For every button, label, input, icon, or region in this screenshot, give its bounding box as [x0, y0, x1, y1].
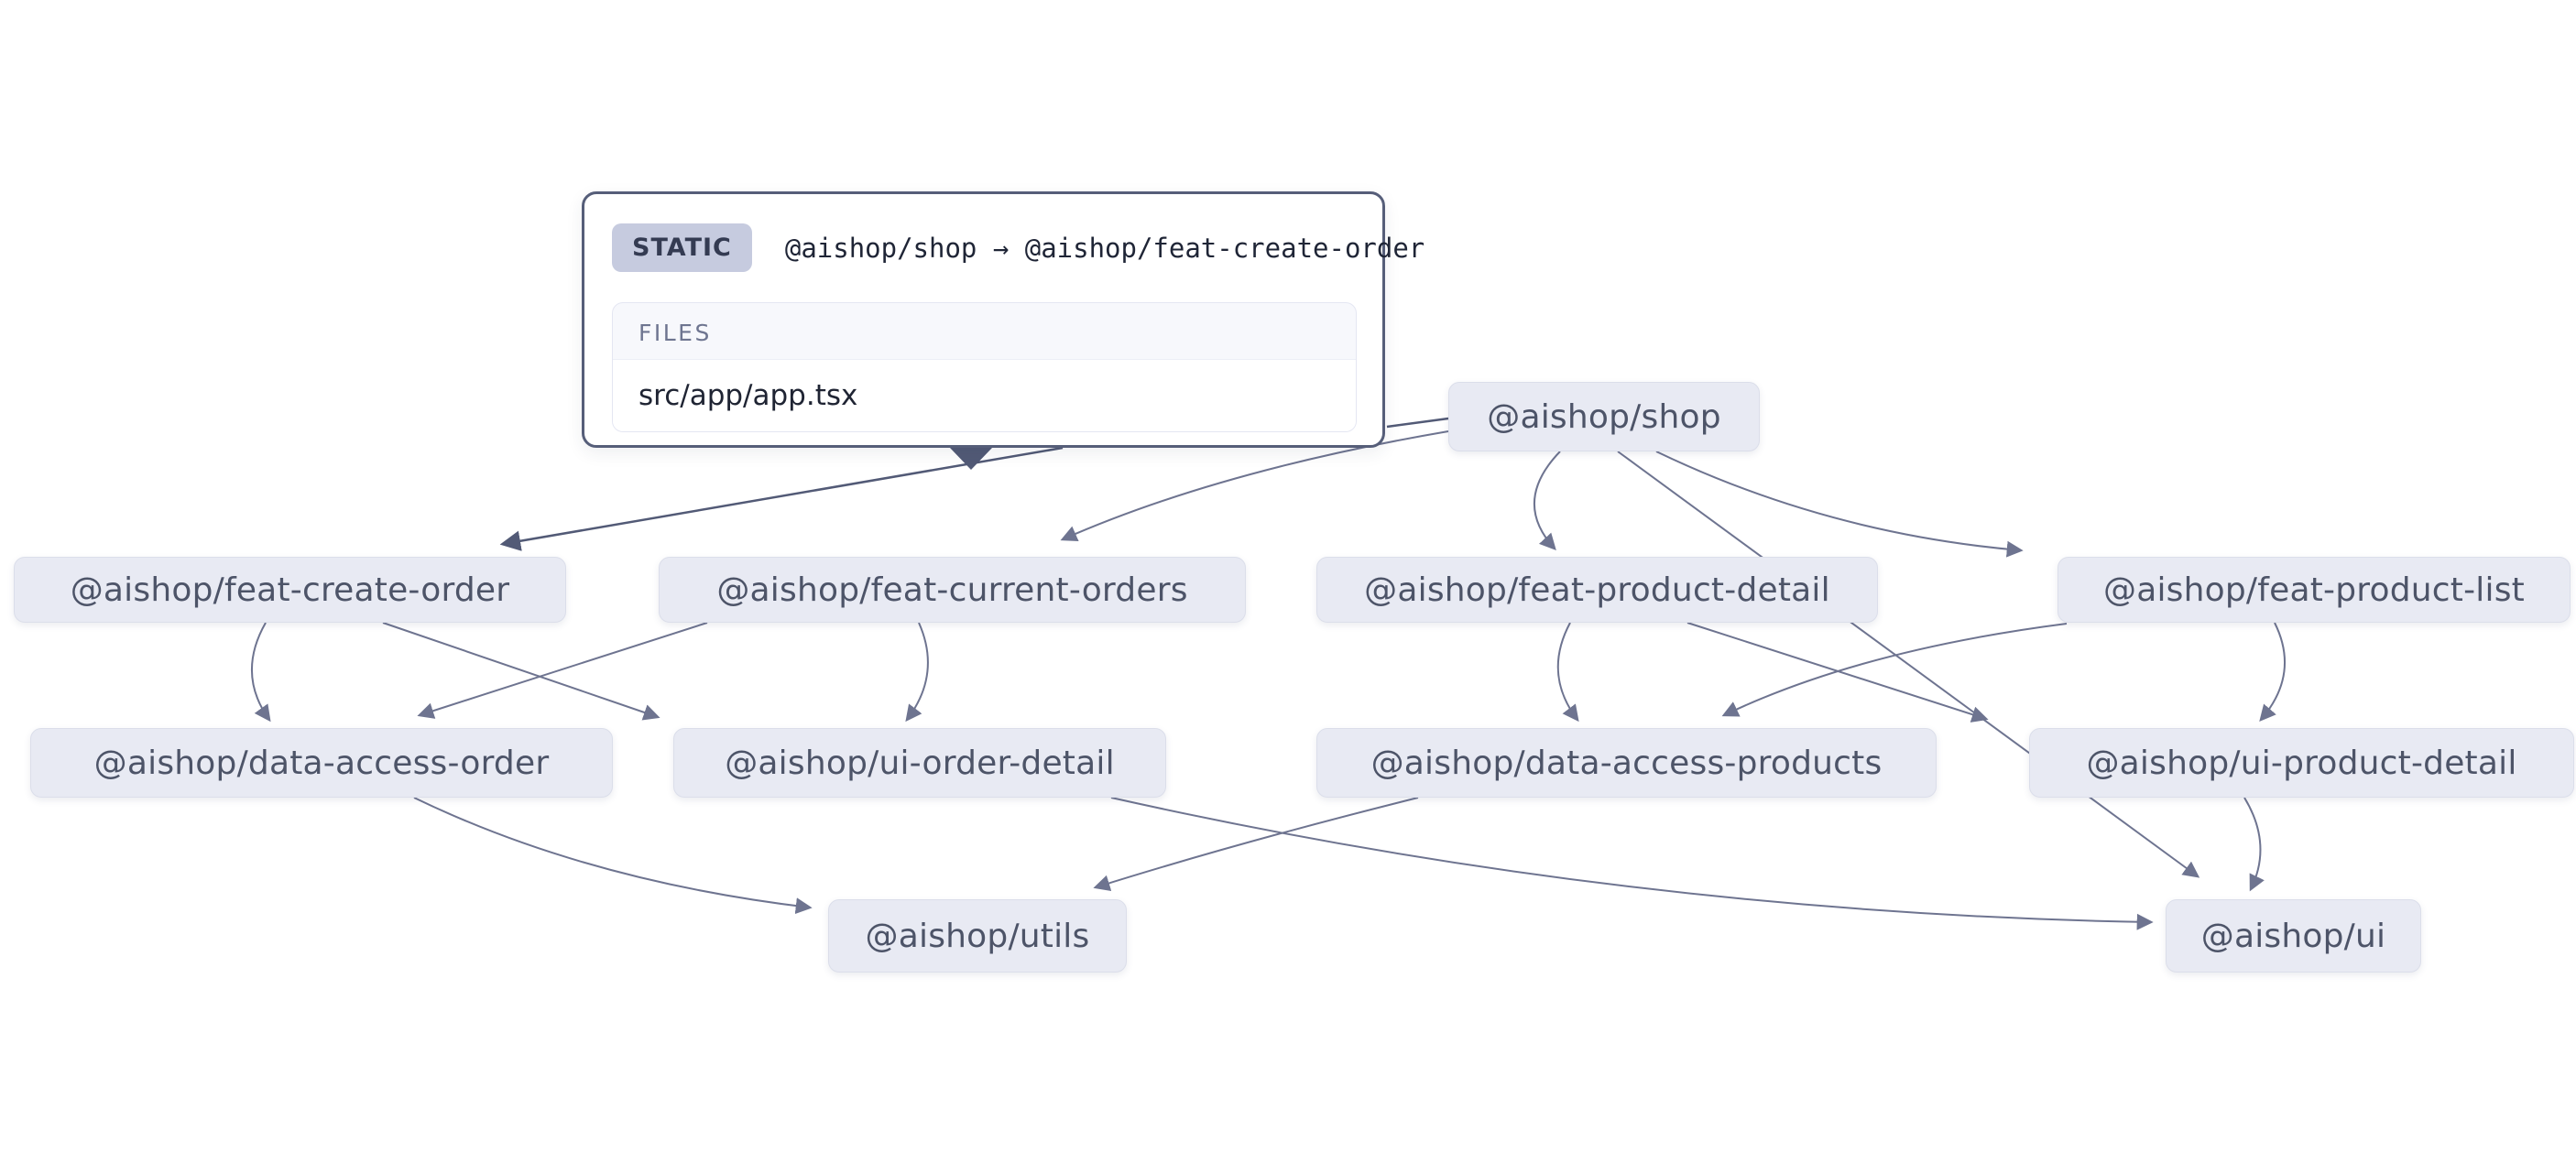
edge-feat-create-order-to-ui-order-detail[interactable]	[382, 622, 660, 721]
edge-tooltip: STATIC @aishop/shop → @aishop/feat-creat…	[582, 191, 1424, 448]
graph-node-feat-create-order[interactable]: @aishop/feat-create-order	[14, 557, 566, 623]
graph-node-feat-product-detail[interactable]: @aishop/feat-product-detail	[1316, 557, 1878, 623]
graph-node-ui-product-detail[interactable]: @aishop/ui-product-detail	[2029, 728, 2574, 798]
edge-label: @aishop/shop → @aishop/feat-create-order	[784, 232, 1425, 264]
edge-feat-product-detail-to-data-access-products[interactable]	[1556, 622, 1579, 723]
edge-feat-product-list-to-ui-product-detail[interactable]	[2259, 622, 2287, 723]
graph-node-ui-order-detail[interactable]: @aishop/ui-order-detail	[673, 728, 1166, 798]
edge-shop-to-feat-product-list[interactable]	[1655, 451, 2024, 558]
edge-shop-to-ui[interactable]	[1617, 451, 2200, 878]
edge-data-access-products-to-utils[interactable]	[1093, 797, 1419, 892]
files-panel: FILES src/app/app.tsx	[612, 302, 1357, 432]
files-header-label: FILES	[613, 303, 1356, 360]
file-path[interactable]: src/app/app.tsx	[613, 360, 1356, 431]
graph-node-feat-current-orders[interactable]: @aishop/feat-current-orders	[659, 557, 1246, 623]
edge-feat-current-orders-to-data-access-order[interactable]	[417, 622, 708, 719]
graph-node-data-access-order[interactable]: @aishop/data-access-order	[30, 728, 613, 798]
graph-node-utils[interactable]: @aishop/utils	[828, 899, 1127, 973]
tooltip-header: STATIC @aishop/shop → @aishop/feat-creat…	[612, 223, 1424, 272]
graph-node-ui[interactable]: @aishop/ui	[2166, 899, 2421, 973]
edge-shop-to-feat-current-orders[interactable]	[1060, 430, 1449, 542]
edge-data-access-order-to-utils[interactable]	[413, 797, 813, 915]
edge-type-badge: STATIC	[612, 223, 752, 272]
edge-shop-to-feat-create-order[interactable]	[499, 446, 1064, 551]
edge-feat-current-orders-to-ui-order-detail[interactable]	[905, 622, 929, 723]
hovered-edge-arrowhead	[950, 448, 992, 470]
edge-shop-to-feat-create-order-stub[interactable]	[1386, 417, 1449, 429]
edge-ui-order-detail-to-ui[interactable]	[1110, 797, 2154, 930]
graph-node-data-access-products[interactable]: @aishop/data-access-products	[1316, 728, 1937, 798]
graph-node-shop[interactable]: @aishop/shop	[1448, 382, 1760, 451]
edge-shop-to-feat-product-detail[interactable]	[1534, 451, 1561, 550]
graph-node-feat-product-list[interactable]: @aishop/feat-product-list	[2058, 557, 2571, 623]
edge-ui-product-detail-to-ui[interactable]	[2243, 797, 2265, 892]
edge-feat-product-list-to-data-access-products[interactable]	[1721, 623, 2068, 717]
edge-feat-create-order-to-data-access-order[interactable]	[250, 622, 271, 723]
